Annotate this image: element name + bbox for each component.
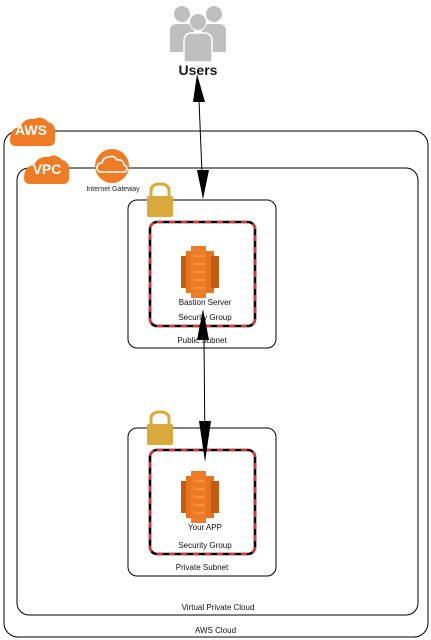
aws-badge-label: AWS [15, 122, 47, 138]
arrow-head-up [193, 74, 205, 102]
public-subnet-label: Public Subnet [177, 336, 227, 345]
internet-gateway-icon [95, 149, 129, 183]
security-group-label: Security Group [178, 541, 232, 550]
ec2-instance-icon [181, 246, 219, 298]
private-subnet-label: Private Subnet [175, 563, 229, 572]
aws-cloud-container [3, 130, 429, 638]
arrow-head-down [199, 421, 211, 462]
arrow-head-up [197, 309, 209, 340]
security-group-label: Security Group [178, 313, 232, 322]
users-label: Users [178, 62, 218, 78]
padlock-icon [147, 410, 173, 445]
bastion-server-label: Bastion Server [178, 298, 232, 307]
padlock-icon [147, 182, 173, 217]
vpc-badge-label: VPC [32, 161, 62, 177]
vpc-container [16, 167, 419, 616]
users-group-icon [170, 6, 226, 63]
aws-cloud-footer-label: AWS Cloud [194, 626, 237, 635]
connection-users-bastion [193, 74, 209, 199]
ec2-instance-icon [181, 471, 219, 523]
aws-badge [10, 117, 56, 146]
your-app-label: Your APP [188, 523, 222, 532]
arrow-head-down [197, 170, 209, 199]
internet-gateway-label: Internet Gateway [86, 186, 140, 193]
vpc-badge [24, 155, 70, 184]
vpc-footer-label: Virtual Private Cloud [181, 603, 255, 612]
connection-bastion-app [197, 309, 211, 462]
